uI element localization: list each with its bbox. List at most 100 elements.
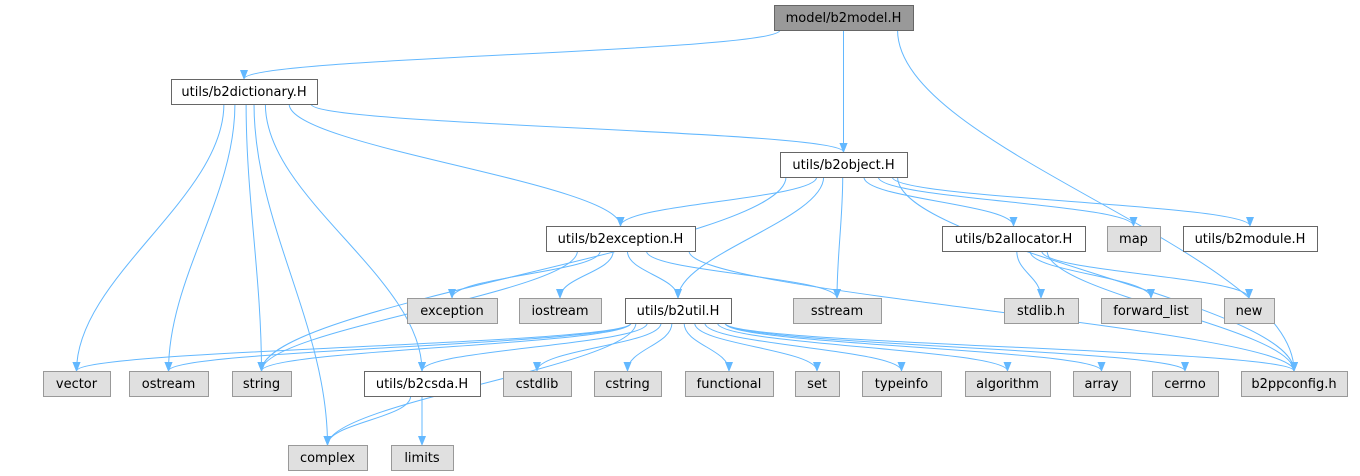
edge-b2exception-to-iostream [556, 250, 614, 299]
node-forward_list: forward_list [1101, 298, 1202, 324]
node-label-stdlib: stdlib.h [1017, 304, 1065, 319]
node-b2ppconfig: b2ppconfig.h [1241, 371, 1348, 397]
node-b2csda[interactable]: utils/b2csda.H [364, 371, 481, 397]
edge-b2exception-to-exception [448, 250, 601, 299]
node-box-sstream [793, 298, 882, 324]
edge-b2model-to-b2dictionary [240, 29, 781, 80]
edge-b2dictionary-to-vector [72, 103, 225, 372]
node-label-array: array [1084, 377, 1118, 392]
node-box-b2allocator [942, 226, 1086, 252]
node-label-exception: exception [420, 304, 484, 319]
node-b2exception[interactable]: utils/b2exception.H [546, 226, 696, 252]
node-b2object[interactable]: utils/b2object.H [780, 152, 908, 178]
edge-b2util-to-set [694, 322, 821, 372]
edge-layer [72, 29, 1298, 446]
edge-b2util-to-string [257, 322, 632, 372]
node-box-b2module [1183, 226, 1318, 252]
node-box-algorithm [965, 371, 1051, 397]
node-label-set: set [807, 377, 827, 392]
node-iostream: iostream [519, 298, 602, 324]
edge-b2exception-to-b2util [626, 250, 682, 299]
node-b2util[interactable]: utils/b2util.H [625, 298, 732, 324]
node-box-vector [43, 371, 111, 397]
node-b2allocator[interactable]: utils/b2allocator.H [942, 226, 1086, 252]
edge-b2dictionary-to-b2csda [264, 103, 426, 372]
edge-b2util-to-cstdlib [533, 322, 662, 372]
node-box-b2util [625, 298, 732, 324]
node-label-b2exception: utils/b2exception.H [558, 232, 684, 247]
node-b2module[interactable]: utils/b2module.H [1183, 226, 1318, 252]
edge-b2object-to-b2allocator [863, 176, 1018, 227]
node-box-array [1073, 371, 1131, 397]
node-limits: limits [391, 445, 454, 471]
node-box-new [1224, 298, 1275, 324]
edge-b2object-to-b2module [891, 176, 1254, 227]
edge-b2util-to-b2csda [418, 322, 648, 372]
edge-b2util-to-algorithm [717, 322, 1012, 372]
node-label-b2model: model/b2model.H [786, 11, 902, 26]
node-box-cstring [594, 371, 662, 397]
node-vector: vector [43, 371, 111, 397]
node-label-algorithm: algorithm [976, 377, 1039, 392]
edge-b2dictionary-to-b2exception [288, 103, 625, 227]
node-label-functional: functional [697, 377, 762, 392]
edge-b2allocator-to-new [1041, 250, 1253, 299]
node-box-b2object [780, 152, 908, 178]
node-box-forward_list [1101, 298, 1202, 324]
node-b2dictionary[interactable]: utils/b2dictionary.H [171, 79, 318, 105]
edge-b2util-to-cerrno [724, 322, 1189, 372]
edge-b2object-to-string [257, 176, 787, 372]
node-label-cerrno: cerrno [1164, 377, 1206, 392]
edge-b2object-to-b2exception [616, 176, 818, 227]
edge-b2util-to-array [724, 322, 1106, 372]
node-box-stdlib [1004, 298, 1079, 324]
edge-b2dictionary-to-complex [253, 103, 332, 446]
node-label-vector: vector [56, 377, 98, 392]
edge-b2util-to-vector [72, 322, 632, 372]
edge-b2allocator-to-stdlib [1016, 250, 1045, 299]
node-label-b2module: utils/b2module.H [1195, 232, 1306, 247]
node-label-cstring: cstring [605, 377, 649, 392]
node-layer: model/b2model.H utils/b2dictionary.H utils… [43, 5, 1348, 471]
node-cerrno: cerrno [1152, 371, 1219, 397]
node-cstdlib: cstdlib [503, 371, 572, 397]
node-box-cstdlib [503, 371, 572, 397]
node-label-string: string [243, 377, 280, 392]
node-label-b2csda: utils/b2csda.H [376, 377, 468, 392]
node-label-limits: limits [404, 451, 440, 466]
node-b2model[interactable]: model/b2model.H [774, 5, 914, 31]
node-box-functional [685, 371, 774, 397]
node-box-string [232, 371, 292, 397]
node-string: string [232, 371, 292, 397]
node-label-b2ppconfig: b2ppconfig.h [1251, 377, 1336, 392]
node-label-cstdlib: cstdlib [516, 377, 559, 392]
node-stdlib: stdlib.h [1004, 298, 1079, 324]
node-complex: complex [288, 445, 368, 471]
node-typeinfo: typeinfo [862, 371, 942, 397]
node-box-limits [391, 445, 454, 471]
node-box-set [795, 371, 840, 397]
node-label-complex: complex [300, 451, 355, 466]
node-label-iostream: iostream [531, 304, 588, 319]
node-box-cerrno [1152, 371, 1219, 397]
node-label-new: new [1236, 304, 1263, 319]
edge-b2util-to-typeinfo [704, 322, 906, 372]
node-set: set [795, 371, 840, 397]
node-box-iostream [519, 298, 602, 324]
node-box-typeinfo [862, 371, 942, 397]
edge-b2object-to-b2util [674, 176, 825, 299]
node-box-b2dictionary [171, 79, 318, 105]
edge-b2dictionary-to-b2object [310, 103, 848, 153]
node-label-forward_list: forward_list [1113, 304, 1188, 319]
edge-b2util-to-ostream [164, 322, 632, 372]
node-sstream: sstream [793, 298, 882, 324]
edge-b2exception-to-sstream [645, 250, 841, 299]
node-label-map: map [1119, 232, 1148, 247]
node-label-sstream: sstream [811, 304, 863, 319]
node-box-exception [407, 298, 498, 324]
node-cstring: cstring [594, 371, 662, 397]
node-array: array [1073, 371, 1131, 397]
node-box-b2exception [546, 226, 696, 252]
node-box-map [1107, 226, 1161, 252]
